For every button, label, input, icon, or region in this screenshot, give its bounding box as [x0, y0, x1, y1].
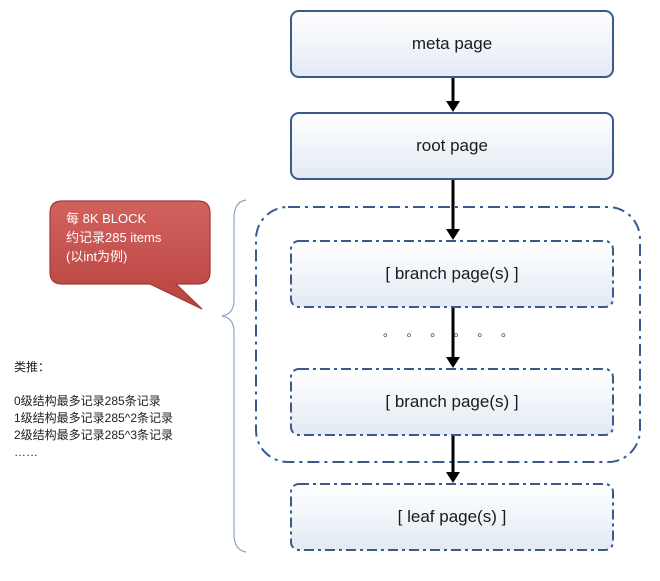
ellipsis-dot: 。: [406, 325, 419, 339]
notes-line-3: 2级结构最多记录285^3条记录: [14, 428, 174, 442]
callout-line-2: 约记录285 items: [66, 230, 162, 245]
leaf-page-label: [ leaf page(s) ]: [397, 507, 507, 526]
branch-group-border: [255, 206, 641, 463]
notes-line-1: 0级结构最多记录285条记录: [14, 394, 161, 408]
arrow-meta-to-root: [446, 78, 460, 112]
arrow-branch-to-branch: [446, 308, 460, 368]
ellipsis-dot: 。: [430, 325, 443, 339]
notes-block: 类推： 0级结构最多记录285条记录 1级结构最多记录285^2条记录 2级结构…: [14, 359, 214, 461]
callout-line-3: (以int为例): [66, 249, 128, 264]
notes-line-4: ……: [14, 445, 38, 459]
meta-page-box: [290, 10, 614, 78]
notes-heading: 类推：: [14, 360, 51, 374]
callout-text: 每 8K BLOCK 约记录285 items (以int为例): [66, 209, 206, 266]
branch-page-top-label: [ branch page(s) ]: [385, 264, 519, 283]
root-page-label: root page: [416, 136, 488, 155]
callout-line-1: 每 8K BLOCK: [66, 211, 147, 226]
branch-page-bottom-box: [290, 368, 614, 436]
meta-page-label: meta page: [411, 34, 493, 53]
notes-line-2: 1级结构最多记录285^2条记录: [14, 411, 174, 425]
ellipsis-dot: 。: [383, 325, 396, 339]
leaf-page-box: [290, 483, 614, 551]
ellipsis-dots: 。 。 。 。 。 。: [383, 323, 513, 340]
ellipsis-dot: 。: [453, 325, 466, 339]
callout-balloon: [49, 200, 211, 310]
root-page-box: [290, 112, 614, 180]
arrow-root-to-branch: [446, 180, 460, 240]
ellipsis-dot: 。: [500, 325, 513, 339]
arrow-branch-to-leaf: [446, 436, 460, 483]
branch-page-top-box: [290, 240, 614, 308]
left-brace: [221, 199, 247, 553]
branch-page-bottom-label: [ branch page(s) ]: [385, 392, 519, 411]
ellipsis-dot: 。: [477, 325, 490, 339]
